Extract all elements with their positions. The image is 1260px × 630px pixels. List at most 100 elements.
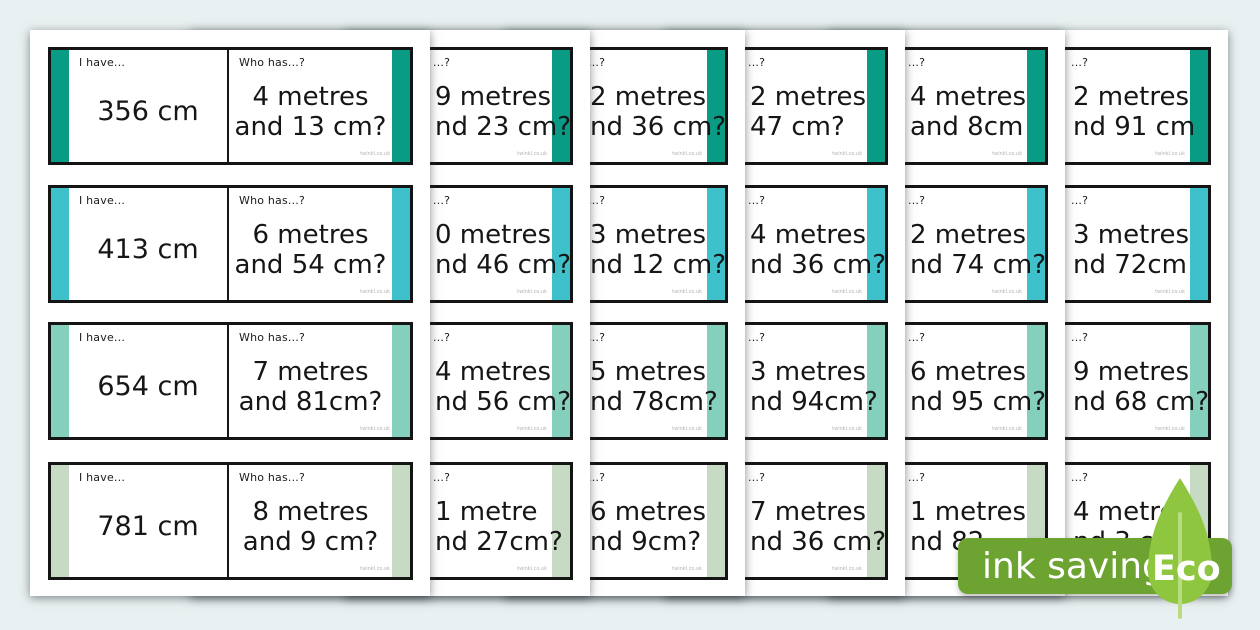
i-have-section: I have... 413 cm xyxy=(69,188,227,300)
who-line-1: 9 metres xyxy=(1073,357,1189,387)
card-color-stripe-right xyxy=(552,50,570,162)
who-line-1: 1 metre xyxy=(435,497,538,527)
who-has-section: Who has...? 6 metres and 54 cm? twinkl.c… xyxy=(229,188,392,300)
who-has-text: 2 metres 47 cm? xyxy=(750,82,866,142)
who-has-text: 1 metres nd 82 xyxy=(910,497,1026,557)
who-line-1: 3 metres xyxy=(590,220,706,250)
who-has-label-fragment: ...? xyxy=(433,194,451,207)
card-divider xyxy=(227,325,229,437)
who-has-text: 9 metres nd 23 cm? xyxy=(435,82,571,142)
who-has-label-fragment: ...? xyxy=(748,194,766,207)
who-line-2: nd 91 cm xyxy=(1073,112,1196,142)
who-line-2: and 54 cm? xyxy=(234,250,387,280)
watermark: twinkl.co.uk xyxy=(517,566,547,572)
who-line-1: 4 metres xyxy=(252,82,369,112)
i-have-value: 356 cm xyxy=(97,96,199,127)
card-color-stripe-right xyxy=(392,465,410,577)
loop-card: I have... 654 cm Who has...? 7 metres an… xyxy=(48,322,413,440)
who-has-label-fragment: ...? xyxy=(588,331,606,344)
who-line-2: nd 36 cm? xyxy=(590,112,727,142)
loop-card: I have... 413 cm Who has...? 6 metres an… xyxy=(48,185,413,303)
who-has-text: 6 metres nd 9cm? xyxy=(590,497,706,557)
who-has-label: Who has...? xyxy=(239,331,306,344)
watermark: twinkl.co.uk xyxy=(517,426,547,432)
card-color-stripe-left xyxy=(51,465,69,577)
who-line-2: nd 72cm xyxy=(1073,250,1187,280)
watermark: twinkl.co.uk xyxy=(672,289,702,295)
who-line-1: 6 metres xyxy=(590,497,706,527)
who-has-text: 3 metres nd 12 cm? xyxy=(590,220,726,280)
who-has-label-fragment: ...? xyxy=(433,56,451,69)
who-line-2: nd 23 cm? xyxy=(435,112,572,142)
watermark: twinkl.co.uk xyxy=(517,151,547,157)
i-have-value: 413 cm xyxy=(97,234,199,265)
who-line-2: and 13 cm? xyxy=(234,112,387,142)
loop-card: I have... 781 cm Who has...? 8 metres an… xyxy=(48,462,413,580)
who-has-label-fragment: ...? xyxy=(1071,331,1089,344)
who-has-label-fragment: ...? xyxy=(588,194,606,207)
watermark: twinkl.co.uk xyxy=(360,289,390,295)
who-has-text: 0 metres nd 46 cm? xyxy=(435,220,571,280)
who-has-text: 1 metre nd 27cm? xyxy=(435,497,563,557)
card-color-stripe-right xyxy=(707,188,725,300)
who-has-label-fragment: ...? xyxy=(1071,471,1089,484)
who-line-1: 3 metres xyxy=(1073,220,1189,250)
watermark: twinkl.co.uk xyxy=(832,151,862,157)
who-line-1: 2 metres xyxy=(750,82,866,112)
i-have-label: I have... xyxy=(79,471,126,484)
who-has-label-fragment: ...? xyxy=(748,471,766,484)
who-line-2: nd 9cm? xyxy=(590,527,702,557)
card-color-stripe-right xyxy=(867,325,885,437)
who-has-text: 5 metres nd 78cm? xyxy=(590,357,718,417)
who-has-section: Who has...? 4 metres and 13 cm? twinkl.c… xyxy=(229,50,392,162)
who-has-section: Who has...? 7 metres and 81cm? twinkl.co… xyxy=(229,325,392,437)
card-divider xyxy=(227,50,229,162)
who-has-label-fragment: ...? xyxy=(433,331,451,344)
who-line-2: and 81cm? xyxy=(238,387,383,417)
who-has-text: 4 metres and 13 cm? xyxy=(229,82,392,142)
who-has-label-fragment: ...? xyxy=(908,194,926,207)
watermark: twinkl.co.uk xyxy=(360,151,390,157)
who-has-label: Who has...? xyxy=(239,56,306,69)
i-have-value: 654 cm xyxy=(97,371,199,402)
who-has-label-fragment: ...? xyxy=(1071,194,1089,207)
who-line-1: 4 metres xyxy=(750,220,866,250)
who-has-label-fragment: ...? xyxy=(908,56,926,69)
who-has-text: 2 metres nd 91 cm xyxy=(1073,82,1195,142)
who-line-1: 2 metres xyxy=(590,82,706,112)
who-has-label: Who has...? xyxy=(239,194,306,207)
watermark: twinkl.co.uk xyxy=(360,426,390,432)
who-line-1: 4 metres xyxy=(910,82,1026,112)
card-color-stripe-right xyxy=(552,465,570,577)
card-color-stripe-right xyxy=(392,50,410,162)
who-line-2: nd 36 cm? xyxy=(750,250,887,280)
ink-saving-label: ink saving xyxy=(982,545,1165,587)
who-line-2: nd 46 cm? xyxy=(435,250,572,280)
who-has-text: 2 metres nd 74 cm? xyxy=(910,220,1046,280)
eco-leaf-icon xyxy=(1148,478,1212,619)
i-have-label: I have... xyxy=(79,194,126,207)
who-line-2: nd 27cm? xyxy=(435,527,563,557)
watermark: twinkl.co.uk xyxy=(1155,151,1185,157)
who-line-2: nd 95 cm? xyxy=(910,387,1047,417)
eco-label: Eco xyxy=(1152,549,1221,589)
who-has-text: 4 metres and 8cm xyxy=(910,82,1026,142)
i-have-label: I have... xyxy=(79,331,126,344)
card-divider xyxy=(227,188,229,300)
who-has-text: 4 metres nd 36 cm? xyxy=(750,220,886,280)
who-has-text: 6 metres nd 95 cm? xyxy=(910,357,1046,417)
watermark: twinkl.co.uk xyxy=(672,426,702,432)
who-line-1: 3 metres xyxy=(750,357,866,387)
who-has-label-fragment: ...? xyxy=(748,331,766,344)
who-has-text: 3 metres nd 94cm? xyxy=(750,357,878,417)
who-line-2: and 8cm xyxy=(910,112,1024,142)
card-color-stripe-right xyxy=(392,188,410,300)
card-color-stripe-right xyxy=(867,188,885,300)
watermark: twinkl.co.uk xyxy=(992,426,1022,432)
who-line-1: 8 metres xyxy=(252,497,369,527)
who-has-text: 7 metres and 81cm? xyxy=(229,357,392,417)
card-color-stripe-left xyxy=(51,188,69,300)
who-has-text: 2 metres nd 36 cm? xyxy=(590,82,726,142)
card-color-stripe-right xyxy=(707,50,725,162)
